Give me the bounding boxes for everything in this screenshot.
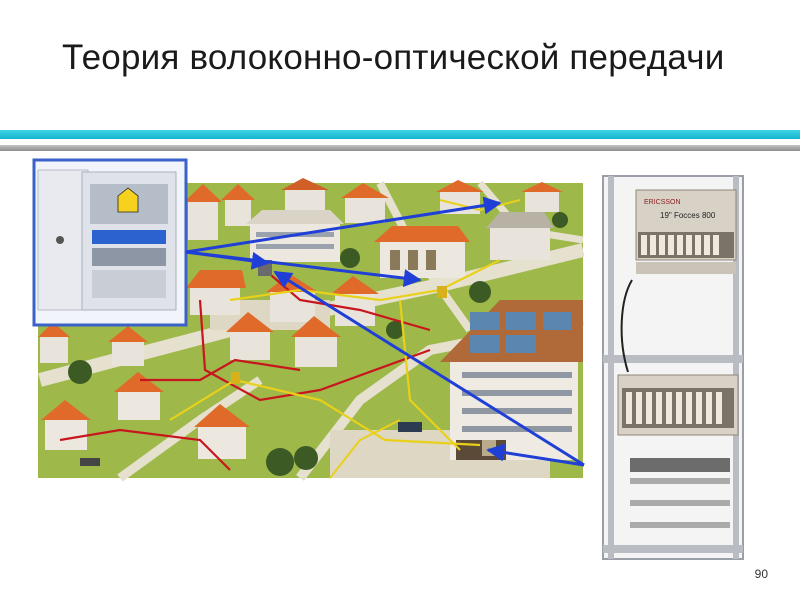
- house: [521, 182, 563, 212]
- house: [38, 322, 70, 363]
- house: [41, 400, 91, 450]
- title-divider-cyan: [0, 130, 800, 139]
- office-building: [440, 300, 583, 460]
- house: [281, 178, 329, 210]
- school-building: [374, 226, 470, 278]
- house: [486, 212, 554, 260]
- rack-model-label: 19" Fосcеs 800: [660, 211, 716, 220]
- house: [186, 270, 246, 315]
- equipment-rack: [602, 175, 744, 560]
- page-number: 90: [754, 567, 768, 581]
- house: [226, 312, 274, 360]
- town-buildings: [38, 178, 583, 476]
- title-divider-gray: [0, 145, 800, 151]
- house: [341, 183, 389, 223]
- house: [221, 184, 255, 226]
- link-arrows: [185, 196, 585, 467]
- cabinet-photo: [32, 158, 188, 327]
- house: [291, 316, 341, 367]
- house: [114, 372, 164, 420]
- slide-title: Теория волоконно-оптической передачи: [62, 38, 725, 77]
- house: [184, 184, 222, 240]
- house: [194, 404, 250, 459]
- rack-brand-label: ERICSSON: [644, 199, 681, 206]
- house: [108, 326, 148, 366]
